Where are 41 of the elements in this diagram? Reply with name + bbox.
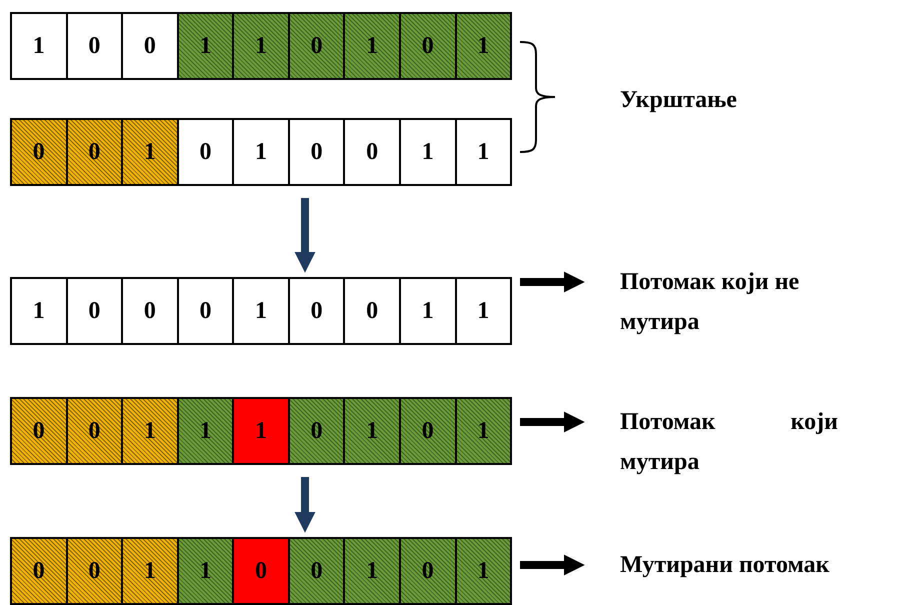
gene-cell: 1 [454, 14, 510, 78]
gene-cell: 1 [343, 14, 399, 78]
gene-cell: 1 [121, 539, 177, 603]
gene-cell: 0 [12, 120, 66, 184]
arrow [294, 477, 316, 533]
gene-cell: 1 [232, 14, 288, 78]
gene-cell: 0 [288, 399, 344, 463]
gene-cell: 0 [398, 14, 454, 78]
gene-cell: 0 [398, 399, 454, 463]
gene-cell: 1 [121, 399, 177, 463]
gene-cell: 1 [176, 399, 232, 463]
gene-cell: 0 [66, 539, 122, 603]
offspring-label: Мутирани потомак [585, 545, 903, 585]
arrow [520, 554, 585, 576]
gene-cell: 1 [454, 399, 510, 463]
chromosome-bar [10, 537, 512, 605]
gene-cell: 1 [121, 120, 177, 184]
gene-cell: 0 [232, 539, 288, 603]
arrow [294, 198, 316, 273]
gene-cell: 0 [66, 399, 122, 463]
chromosome-bar [10, 118, 512, 186]
gene-cell: 1 [176, 539, 232, 603]
crossover-label: Укрштање [620, 86, 737, 115]
gene-cell: 0 [288, 539, 344, 603]
gene-cell: 1 [343, 539, 399, 603]
gene-cell: 1 [176, 14, 232, 78]
gene-cell: 1 [454, 539, 510, 603]
arrow [520, 412, 585, 432]
gene-cell: 0 [12, 399, 66, 463]
offspring-label: Потомак који не мутира [585, 262, 813, 346]
chromosome-bar [10, 277, 512, 345]
gene-cell: 0 [398, 539, 454, 603]
chromosome-bar [10, 397, 512, 465]
gene-cell: 0 [66, 120, 122, 184]
chromosome-bar [10, 12, 512, 80]
arrow [520, 272, 585, 292]
gene-cell: 0 [288, 14, 344, 78]
gene-cell: 1 [343, 399, 399, 463]
offspring-label: Потомак који мутира [585, 402, 838, 486]
gene-cell: 1 [232, 399, 288, 463]
gene-cell: 0 [12, 539, 66, 603]
